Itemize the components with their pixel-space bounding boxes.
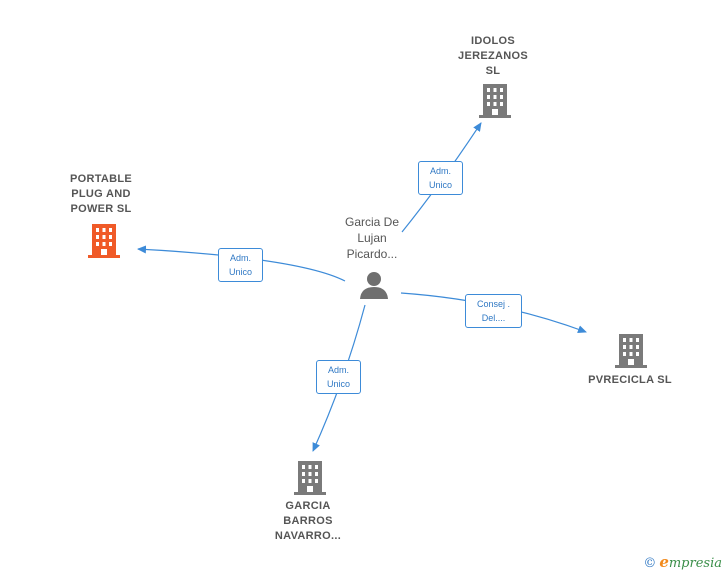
copyright-symbol: © — [643, 556, 657, 571]
person-name-label[interactable]: Garcia De Lujan Picardo... — [344, 215, 400, 261]
relation-tag-garcia[interactable]: Adm. Unico — [316, 360, 361, 394]
relation-tag-pvrecicla[interactable]: Consej . Del.... — [465, 294, 522, 328]
building-icon[interactable] — [479, 84, 511, 118]
brand-logo: ©empresia — [643, 553, 722, 571]
company-label-portable[interactable]: PORTABLE PLUG AND POWER SL — [69, 173, 133, 215]
relation-tag-line1: Adm. — [327, 365, 349, 375]
edge-to-portable — [137, 245, 346, 282]
brand-initial: e — [659, 553, 669, 571]
relation-tag-line2: Del.... — [481, 313, 506, 323]
company-label-garcia[interactable]: GARCIA BARROS NAVARRO... — [274, 500, 342, 542]
relation-tag-line2: Unico — [228, 267, 252, 277]
relation-tag-line2: Unico — [326, 379, 350, 389]
relation-tag-line1: Adm. — [429, 166, 451, 176]
person-icon[interactable] — [359, 270, 389, 300]
relation-tag-portable[interactable]: Adm. Unico — [218, 248, 263, 282]
relation-tag-line1: Adm. — [229, 253, 251, 263]
relation-tag-idolos[interactable]: Adm. Unico — [418, 161, 463, 195]
company-label-idolos[interactable]: IDOLOS JEREZANOS SL — [458, 35, 528, 77]
building-icon[interactable] — [615, 334, 647, 368]
relation-tag-line2: Unico — [428, 180, 452, 190]
company-label-pvrecicla[interactable]: PVRECICLA SL — [588, 374, 672, 386]
building-icon[interactable] — [88, 224, 120, 258]
relation-tag-line1: Consej . — [476, 299, 511, 309]
brand-name: mpresia — [668, 556, 722, 571]
building-icon[interactable] — [294, 461, 326, 495]
